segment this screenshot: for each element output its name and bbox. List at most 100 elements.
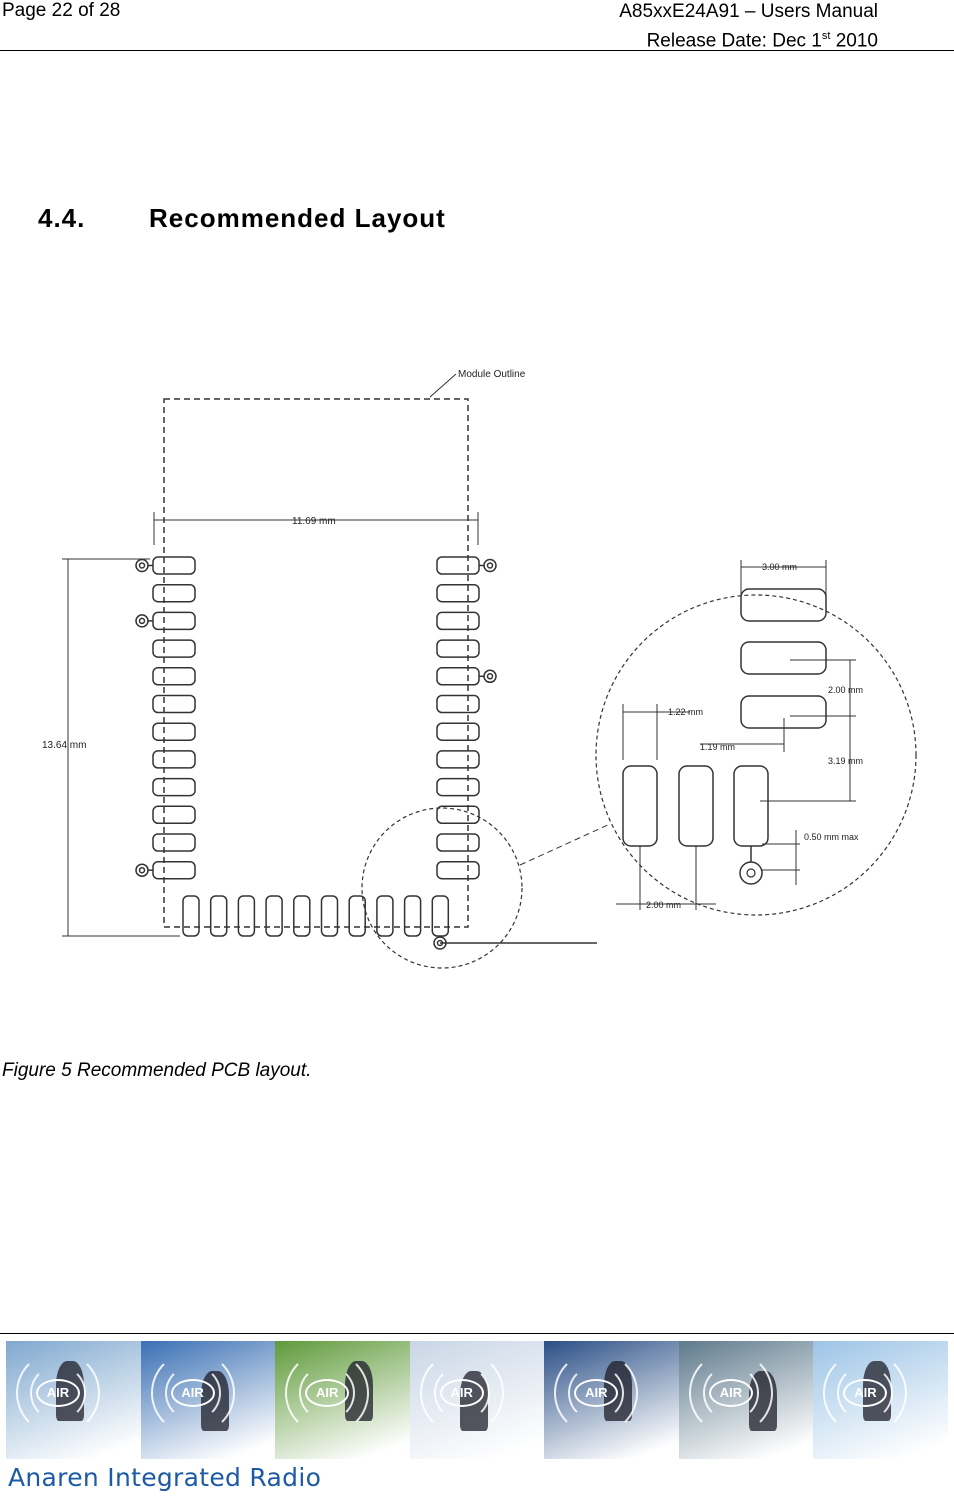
dim-pad-spacing-label: 3.19 mm	[828, 756, 863, 766]
pad-bottom	[403, 895, 422, 937]
doc-header: A85xxE24A91 – Users Manual Release Date:…	[619, 0, 878, 53]
air-logo: AIR	[708, 1379, 753, 1407]
doc-title: A85xxE24A91 – Users Manual	[619, 1, 878, 22]
pad-bottom	[320, 895, 339, 937]
brand-name: Anaren Integrated Radio	[8, 1463, 322, 1492]
pad-left	[152, 639, 196, 658]
pad-left	[152, 805, 196, 825]
via-bottom	[433, 936, 447, 950]
release-date: Release Date: Dec 1st 2010	[646, 30, 878, 52]
signal-wave-icon	[688, 1351, 773, 1435]
via-left	[135, 558, 149, 573]
dim-pitch-bottom-label: 2.00 mm	[646, 900, 681, 910]
section-heading: 4.4. Recommended Layout	[38, 203, 446, 234]
via-left	[135, 614, 149, 628]
pad-right	[436, 639, 480, 658]
via-left-inner	[138, 866, 146, 874]
pad-left	[152, 777, 196, 797]
pad-left	[152, 583, 196, 603]
air-logo: AIR	[305, 1379, 350, 1407]
pad-left	[152, 667, 196, 686]
via-left-inner	[138, 562, 146, 569]
detail-pad-bottom-1	[622, 765, 658, 847]
detail-pad-top-2	[740, 641, 827, 675]
module-outline	[163, 398, 469, 928]
banner-tile: AIR	[544, 1341, 679, 1459]
via-right	[483, 669, 497, 684]
banner-tile: AIR	[6, 1341, 141, 1459]
pad-right	[436, 833, 480, 852]
dim-pad-side-label: 1.22 mm	[668, 707, 703, 717]
pad-right	[436, 583, 480, 603]
footer-banner: AIR AIR AIR AIR AIR AIR AIR	[6, 1341, 949, 1459]
pad-bottom	[265, 895, 283, 937]
detail-connector	[519, 823, 611, 866]
pad-right	[436, 611, 480, 631]
figure-caption: Figure 5 Recommended PCB layout.	[2, 1060, 312, 1081]
dim-width-label: 11.69 mm	[292, 516, 336, 527]
dim-pad-pitch-label: 2.00 mm	[828, 685, 863, 695]
banner-tile: AIR	[678, 1341, 814, 1459]
detail-pad-top-1	[740, 588, 827, 622]
signal-wave-icon	[419, 1351, 504, 1435]
outline-leader	[429, 373, 457, 398]
air-logo: AIR	[574, 1379, 619, 1407]
air-logo: AIR	[170, 1379, 215, 1407]
pad-bottom	[348, 895, 366, 937]
banner-tile: AIR	[140, 1341, 276, 1459]
pad-left	[152, 860, 196, 880]
pad-bottom	[431, 895, 450, 937]
via-right	[483, 558, 497, 573]
module-outline-label: Module Outline	[458, 369, 526, 380]
banner-tile: AIR	[813, 1341, 949, 1459]
pad-left	[152, 833, 196, 852]
banner-tile: AIR	[275, 1341, 410, 1459]
page-number: Page 22 of 28	[2, 0, 121, 21]
pad-right	[436, 777, 480, 797]
pad-left	[152, 750, 196, 769]
pad-left	[152, 694, 196, 714]
signal-wave-icon	[823, 1351, 908, 1435]
pcb-layout-diagram: Module Outline 11.69 mm 13.64 mm 3.00 mm…	[42, 369, 917, 969]
detail-circle-small	[361, 807, 523, 969]
via-right-inner	[486, 562, 494, 569]
detail-circle-large	[595, 594, 917, 916]
detail-via-outer	[739, 861, 763, 885]
pad-right	[436, 556, 480, 575]
signal-wave-icon	[554, 1351, 639, 1435]
pad-group	[135, 556, 597, 950]
pad-bottom	[209, 895, 228, 937]
banner-tile: AIR	[409, 1341, 545, 1459]
pad-right	[436, 860, 480, 880]
pad-bottom	[293, 895, 311, 937]
air-logo: AIR	[439, 1379, 484, 1407]
dim-max-label: 0.50 mm max	[804, 832, 859, 842]
via-right-inner	[486, 673, 494, 680]
pad-left	[152, 556, 196, 575]
pad-right	[436, 750, 480, 769]
pad-right	[436, 805, 480, 825]
via-left-inner	[138, 617, 146, 625]
detail-pad-bottom-3	[733, 765, 769, 847]
header-rule	[0, 50, 954, 51]
pad-bottom	[237, 895, 256, 937]
via-bottom-inner	[436, 939, 444, 947]
dim-height-label: 13.64 mm	[42, 740, 86, 751]
pad-right	[436, 694, 480, 714]
pad-left	[152, 722, 196, 741]
pad-left	[152, 611, 196, 631]
section-title: Recommended Layout	[149, 203, 446, 233]
signal-wave-icon	[285, 1351, 370, 1435]
via-left	[135, 863, 149, 877]
footer-rule	[0, 1333, 954, 1334]
dim-gap-label: 1.19 mm	[700, 742, 735, 752]
air-logo: AIR	[36, 1379, 80, 1407]
pad-bottom	[182, 895, 200, 937]
air-logo: AIR	[843, 1379, 888, 1407]
dim-pad-width-label: 3.00 mm	[762, 562, 797, 572]
pad-right	[436, 722, 480, 741]
signal-wave-icon	[16, 1351, 100, 1435]
pad-right	[436, 667, 480, 686]
section-number: 4.4.	[38, 203, 86, 233]
signal-wave-icon	[150, 1351, 235, 1435]
